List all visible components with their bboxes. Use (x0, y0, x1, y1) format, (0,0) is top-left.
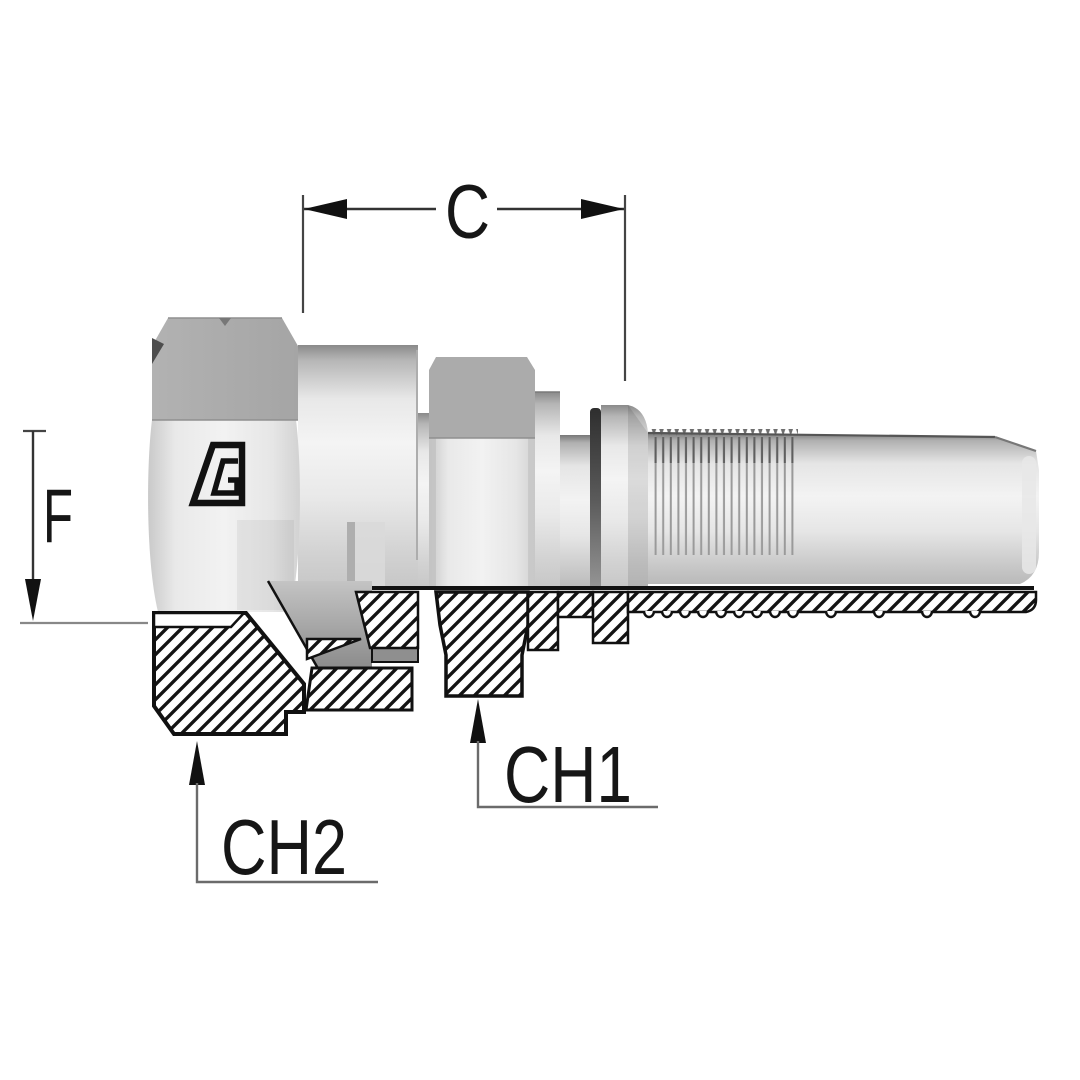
dimension-f: F (20, 429, 148, 625)
ch2-arrow-up (189, 741, 205, 785)
c-arrow-right (581, 199, 624, 219)
fitting-body (148, 317, 1039, 612)
nut-section (152, 611, 306, 736)
tail-tip-chamfer (994, 435, 1037, 453)
nipple-hex-top-facet (429, 357, 535, 438)
c-arrow-left (304, 199, 347, 219)
neck-2 (560, 435, 590, 590)
leader-ch1: CH1 (470, 699, 658, 819)
hex-nut (148, 317, 300, 612)
section-view (152, 580, 1038, 736)
c-label: C (445, 170, 490, 255)
shoulder-ring (601, 405, 648, 590)
hose-tail-ribs (650, 429, 798, 555)
neck-section (556, 590, 595, 619)
shoulder-section (591, 590, 630, 645)
nipple-hex-section (434, 590, 530, 698)
collar-b-section (526, 590, 560, 652)
tail-wall-serrations (642, 610, 982, 619)
swivel-collar (298, 345, 418, 590)
collar-section (354, 590, 420, 650)
hose-tail (647, 429, 1039, 584)
leader-ch2: CH2 (189, 741, 378, 891)
nut-face-sliver (152, 611, 247, 629)
hose-stop-groove (590, 408, 601, 590)
washer-section (304, 666, 414, 712)
f-arrow-down (25, 579, 41, 621)
f-label: F (43, 474, 73, 559)
ch1-arrow-up (470, 699, 486, 743)
tail-wall-section (626, 590, 1038, 614)
hex-nut-chamfer (152, 338, 164, 364)
brand-a-logo-icon (188, 441, 246, 507)
dimension-c: C (301, 170, 627, 381)
bore-strip (371, 647, 419, 663)
thread-wedge (305, 637, 362, 661)
ch2-label: CH2 (221, 803, 347, 891)
hex-nut-top-facet (152, 318, 298, 420)
nipple-hex (429, 357, 535, 590)
ch1-label: CH1 (504, 730, 632, 819)
collar-b (535, 391, 560, 590)
